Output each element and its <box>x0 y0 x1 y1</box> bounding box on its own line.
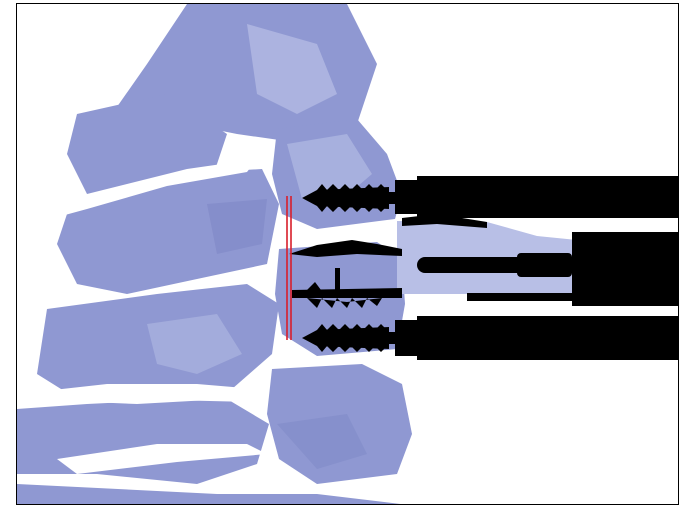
upper-instrument <box>382 176 679 218</box>
cage-post <box>335 268 340 290</box>
vertebra-5 <box>17 484 417 505</box>
distractor-lower-rail <box>467 293 577 301</box>
cervical-spine <box>17 4 417 505</box>
figure-frame <box>16 3 679 505</box>
lower-instrument <box>382 316 679 360</box>
vertebra-4-posterior <box>17 399 269 484</box>
upper-shaft <box>417 176 679 218</box>
distractor-rod <box>417 257 527 273</box>
spine-instrument-diagram <box>17 4 679 505</box>
distractor-knob <box>517 253 572 277</box>
lower-shaft <box>417 316 679 360</box>
distractor-back-block <box>572 232 679 306</box>
